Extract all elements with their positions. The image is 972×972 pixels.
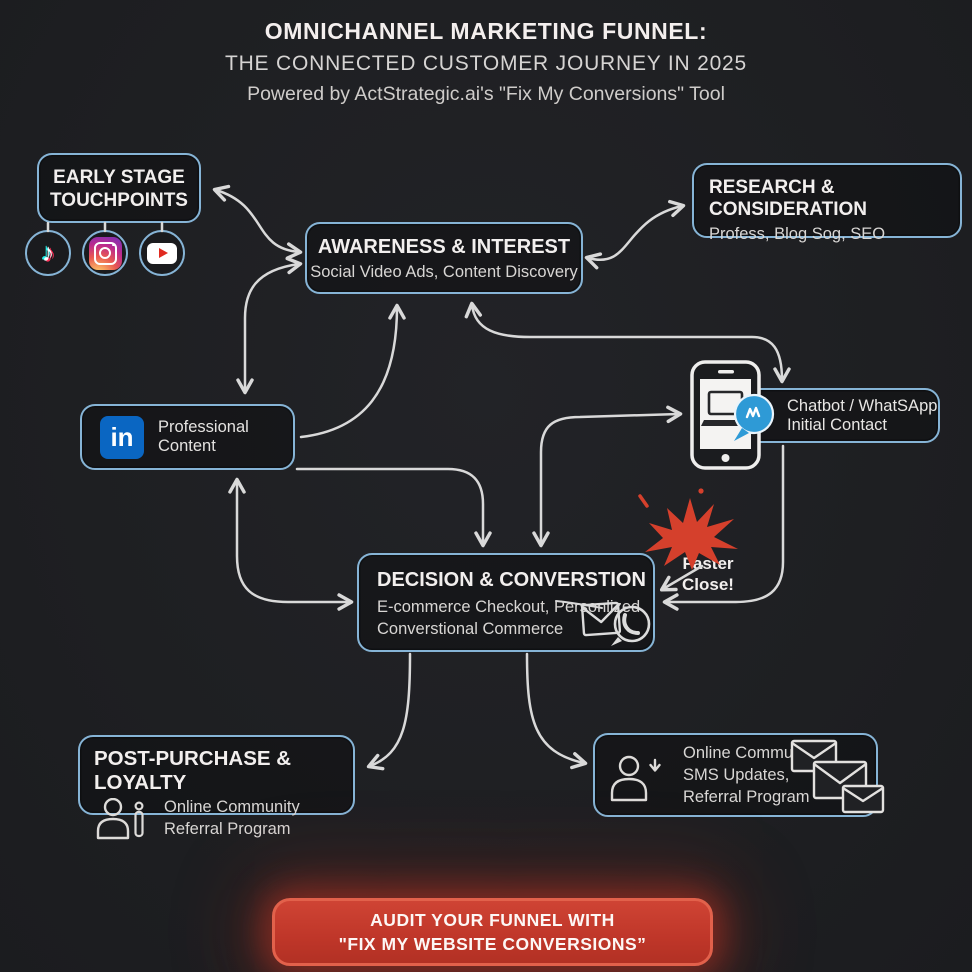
instagram-icon (82, 230, 128, 276)
arrow-awareness-chatbot (464, 301, 791, 384)
linkedin-icon: in (100, 415, 144, 459)
decision-subtitle-line1: E-commerce Checkout, Personlized (377, 598, 641, 616)
research-subtitle: Profess, Blog Sog, SEO (709, 225, 886, 243)
arrow-decision-to-retention (525, 652, 588, 770)
cta-line1: AUDIT YOUR FUNNEL WITH (370, 909, 615, 930)
early-stage-title-line2: TOUCHPOINTS (50, 190, 188, 211)
chatbot-line2: Initial Contact (787, 415, 887, 434)
arrow-linkedin-decision-left (228, 477, 354, 611)
post-purchase-line2: Referral Program (164, 820, 291, 838)
retention-line1: Online Community (683, 744, 819, 762)
chatbot-line1: Chatbot / WhatSApp (787, 396, 938, 415)
decision-box: DECISION & CONVERSTION E-commerce Checko… (357, 553, 655, 652)
arrow-decision-to-post-purchase (366, 652, 412, 771)
subscriber-person-icon (610, 755, 661, 802)
youtube-icon (139, 230, 185, 276)
community-person-icon (96, 798, 144, 840)
post-purchase-title: POST-PURCHASE & LOYALTY (94, 747, 292, 794)
decision-title: DECISION & CONVERSTION (377, 569, 646, 591)
audit-funnel-cta-button[interactable]: AUDIT YOUR FUNNEL WITH "FIX MY WEBSITE C… (272, 898, 713, 966)
arrow-awareness-linkedin (236, 256, 303, 395)
header: OMNICHANNEL MARKETING FUNNEL: THE CONNEC… (0, 18, 972, 106)
post-purchase-line1: Online Community (164, 798, 300, 816)
research-box: RESEARCH & CONSIDERATION Profess, Blog S… (692, 163, 962, 243)
arrow-linkedin-to-awareness (299, 303, 406, 439)
powered-by-line: Powered by ActStrategic.ai's "Fix My Con… (247, 83, 725, 105)
cta-line2: "FIX MY WEBSITE CONVERSIONS” (338, 933, 647, 954)
research-title: RESEARCH & CONSIDERATION (709, 177, 867, 220)
tiktok-icon: ♪ (25, 230, 71, 276)
early-stage-title-line1: EARLY STAGE (53, 167, 185, 188)
retention-line3: Referral Program (683, 788, 810, 806)
awareness-subtitle: Social Video Ads, Content Discovery (310, 263, 578, 281)
faster-close-label: Faster Close! (682, 554, 734, 594)
chatbot-box: Chatbot / WhatSApp Initial Contact (737, 388, 940, 443)
retention-box: Online Community SMS Updates, Referral P… (593, 733, 878, 817)
arrow-awareness-research (584, 199, 686, 270)
early-stage-box: EARLY STAGE TOUCHPOINTS (37, 153, 201, 223)
awareness-title: AWARENESS & INTEREST (317, 236, 571, 258)
linkedin-line1: Professional (158, 418, 249, 436)
post-purchase-box: POST-PURCHASE & LOYALTY Online Community… (78, 735, 355, 840)
page-title: OMNICHANNEL MARKETING FUNNEL: (264, 18, 708, 44)
arrow-linkedin-to-decision-top (295, 467, 492, 548)
arrow-awareness-early-stage (212, 184, 303, 260)
linkedin-box: in Professional Content (80, 404, 295, 470)
decision-subtitle-line2: Converstional Commerce (377, 620, 564, 638)
page-subtitle: THE CONNECTED CUSTOMER JOURNEY IN 2025 (224, 52, 748, 75)
linkedin-line2: Content (158, 437, 216, 455)
arrow-decision-chatbot (532, 405, 683, 548)
awareness-box: AWARENESS & INTEREST Social Video Ads, C… (305, 222, 583, 294)
retention-line2: SMS Updates, (683, 766, 790, 784)
